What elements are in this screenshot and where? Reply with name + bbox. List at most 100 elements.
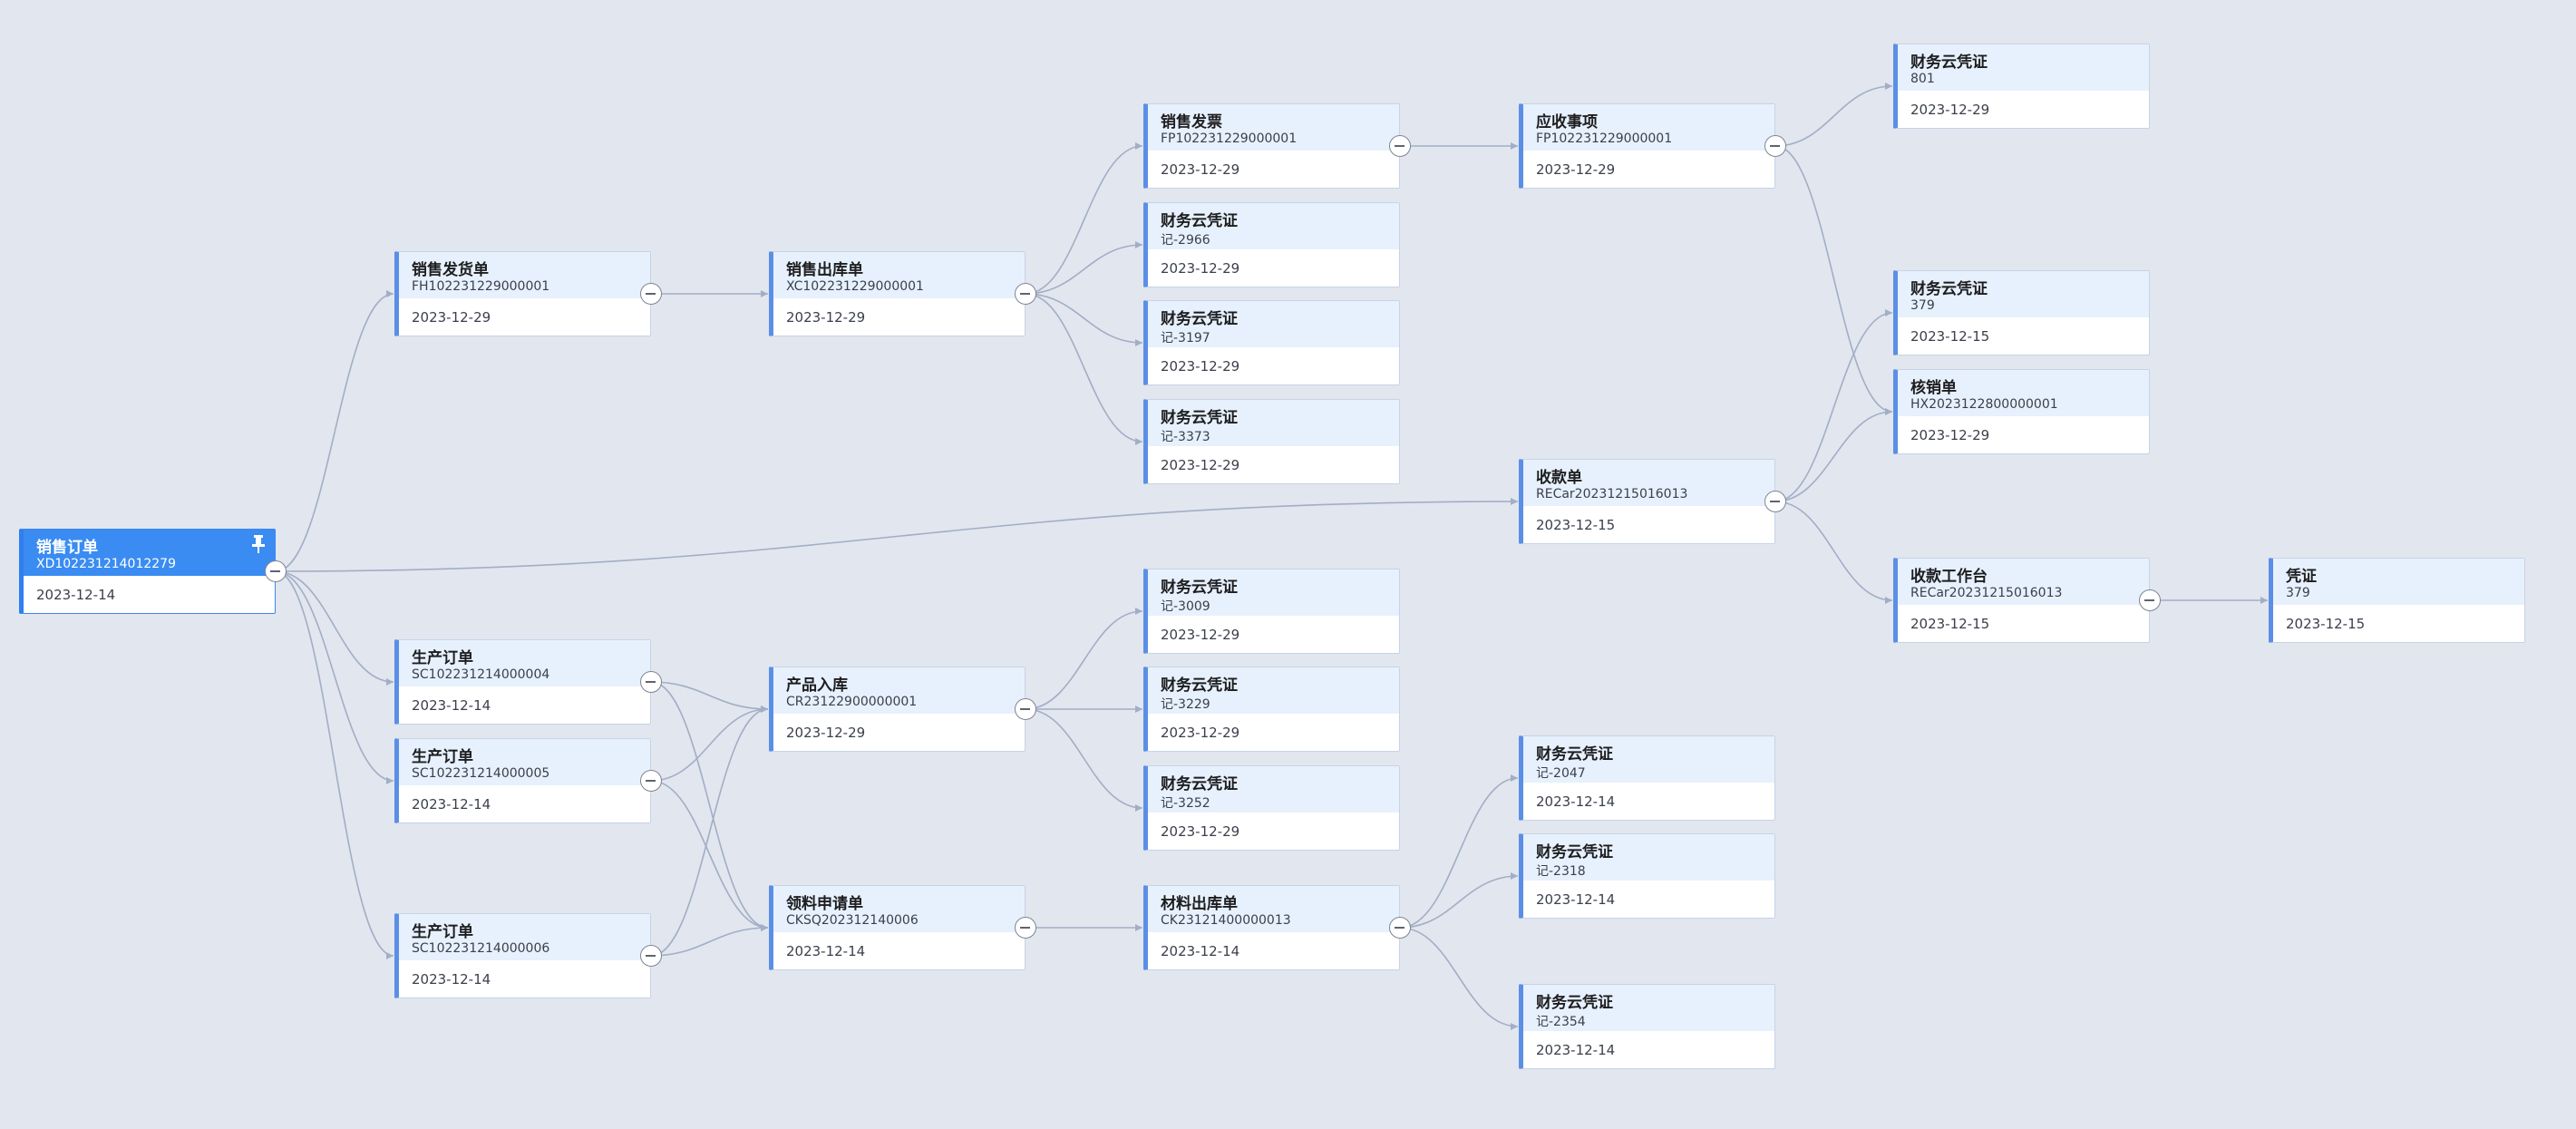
node-date: 2023-12-14 [1161, 943, 1240, 959]
node-voucher[interactable]: 凭证 379 2023-12-15 [2269, 558, 2525, 643]
node-code: RECar20231215016013 [1910, 586, 2063, 600]
node-receivable-item[interactable]: 应收事项 FP102231229000001 2023-12-29 [1519, 103, 1775, 189]
node-header [24, 530, 275, 576]
collapse-icon[interactable] [265, 560, 287, 582]
node-code: 379 [1910, 298, 1935, 313]
node-material-requisition[interactable]: 领料申请单 CKSQ202312140006 2023-12-14 [769, 885, 1026, 970]
node-finance-voucher[interactable]: 财务云凭证 记-3229 2023-12-29 [1143, 667, 1400, 752]
edge-sc5-cr [650, 706, 769, 782]
edge-sk-hx [1774, 408, 1893, 502]
node-code: RECar20231215016013 [1536, 487, 1688, 501]
node-code: 记-3009 [1161, 599, 1210, 614]
node-date: 2023-12-15 [2286, 616, 2366, 632]
node-code: 记-3373 [1161, 430, 1210, 444]
edge-sk-skgt [1774, 501, 1893, 604]
node-finance-voucher[interactable]: 财务云凭证 801 2023-12-29 [1893, 44, 2150, 129]
collapse-icon[interactable] [1389, 135, 1411, 157]
collapse-icon[interactable] [1015, 917, 1036, 939]
node-code: 379 [2286, 586, 2310, 600]
collapse-icon[interactable] [640, 283, 662, 305]
node-date: 2023-12-29 [1910, 427, 1990, 443]
node-title: 生产订单 [412, 649, 473, 667]
node-finance-voucher[interactable]: 财务云凭证 记-2354 2023-12-14 [1519, 984, 1775, 1069]
edge-ys-v801 [1774, 83, 1893, 147]
node-code: FP102231229000001 [1536, 131, 1673, 146]
node-production-order[interactable]: 生产订单 SC102231214000005 2023-12-14 [394, 738, 651, 823]
edge-xc-v2966 [1025, 241, 1143, 295]
node-date: 2023-12-14 [412, 697, 491, 714]
node-date: 2023-12-15 [1910, 328, 1990, 345]
node-title: 收款工作台 [1910, 568, 1988, 586]
node-date: 2023-12-29 [1161, 627, 1240, 643]
edge-xd-fh [275, 290, 394, 572]
edge-cr-v3009 [1025, 608, 1143, 710]
node-header [1523, 460, 1774, 506]
node-sales-invoice[interactable]: 销售发票 FP102231229000001 2023-12-29 [1143, 103, 1400, 189]
node-header [773, 252, 1025, 298]
node-date: 2023-12-15 [1536, 517, 1616, 533]
node-date: 2023-12-14 [1536, 1042, 1616, 1058]
node-finance-voucher[interactable]: 财务云凭证 记-2047 2023-12-14 [1519, 735, 1775, 821]
node-date: 2023-12-14 [36, 587, 116, 603]
node-title: 应收事项 [1536, 113, 1598, 131]
node-date: 2023-12-29 [1910, 102, 1990, 118]
node-header [399, 252, 650, 298]
node-title: 财务云凭证 [1161, 676, 1238, 695]
node-header [1148, 886, 1399, 932]
edge-ys-hx [1774, 145, 1893, 415]
node-material-outbound[interactable]: 材料出库单 CK23121400000013 2023-12-14 [1143, 885, 1400, 970]
collapse-icon[interactable] [1015, 698, 1036, 720]
node-header [399, 739, 650, 785]
node-header [399, 914, 650, 960]
node-date: 2023-12-29 [1161, 161, 1240, 178]
node-date: 2023-12-29 [786, 309, 866, 326]
node-date: 2023-12-14 [1536, 891, 1616, 908]
edge-ck-v2354 [1399, 927, 1519, 1030]
node-production-order[interactable]: 生产订单 SC102231214000006 2023-12-14 [394, 913, 651, 998]
collapse-icon[interactable] [640, 770, 662, 792]
node-finance-voucher[interactable]: 财务云凭证 记-3373 2023-12-29 [1143, 399, 1400, 484]
node-finance-voucher[interactable]: 财务云凭证 记-3252 2023-12-29 [1143, 765, 1400, 851]
node-finance-voucher[interactable]: 财务云凭证 379 2023-12-15 [1893, 270, 2150, 355]
node-code: 801 [1910, 72, 1935, 86]
node-header [1148, 301, 1399, 347]
node-finance-voucher[interactable]: 财务云凭证 记-2318 2023-12-14 [1519, 833, 1775, 919]
node-sales-order[interactable]: 销售订单 XD102231214012279 2023-12-14 [19, 529, 276, 614]
edge-xd-sc4 [275, 570, 394, 686]
node-header [1148, 569, 1399, 616]
node-product-warehousing[interactable]: 产品入库 CR23122900000001 2023-12-29 [769, 667, 1026, 752]
node-code: 记-2318 [1536, 864, 1586, 879]
edge-sc6-cksq [650, 924, 769, 957]
node-title: 财务云凭证 [1161, 409, 1238, 427]
collapse-icon[interactable] [640, 945, 662, 967]
node-title: 财务云凭证 [1161, 310, 1238, 328]
node-code: SC102231214000006 [412, 941, 550, 956]
node-sales-outbound[interactable]: 销售出库单 XC102231229000001 2023-12-29 [769, 251, 1026, 336]
collapse-icon[interactable] [1764, 135, 1786, 157]
node-receipt[interactable]: 收款单 RECar20231215016013 2023-12-15 [1519, 459, 1775, 544]
node-finance-voucher[interactable]: 财务云凭证 记-3197 2023-12-29 [1143, 300, 1400, 385]
collapse-icon[interactable] [1764, 491, 1786, 512]
collapse-icon[interactable] [640, 671, 662, 693]
collapse-icon[interactable] [1015, 283, 1036, 305]
node-finance-voucher[interactable]: 财务云凭证 记-2966 2023-12-29 [1143, 202, 1400, 287]
node-code: 记-2966 [1161, 233, 1210, 248]
collapse-icon[interactable] [2139, 589, 2161, 611]
node-date: 2023-12-29 [412, 309, 491, 326]
node-code: FH102231229000001 [412, 279, 550, 294]
node-title: 财务云凭证 [1161, 579, 1238, 597]
edge-ck-v2047 [1399, 774, 1519, 929]
node-date: 2023-12-14 [786, 943, 866, 959]
node-production-order[interactable]: 生产订单 SC102231214000004 2023-12-14 [394, 639, 651, 725]
pin-icon[interactable] [249, 534, 267, 554]
edge-xc-v3373 [1025, 293, 1143, 445]
collapse-icon[interactable] [1389, 917, 1411, 939]
node-code: CKSQ202312140006 [786, 913, 919, 928]
node-date: 2023-12-29 [1536, 161, 1616, 178]
node-finance-voucher[interactable]: 财务云凭证 记-3009 2023-12-29 [1143, 569, 1400, 654]
edge-sc4-cksq [650, 681, 769, 931]
node-receipt-workbench[interactable]: 收款工作台 RECar20231215016013 2023-12-15 [1893, 558, 2150, 643]
node-write-off[interactable]: 核销单 HX2023122800000001 2023-12-29 [1893, 369, 2150, 454]
node-delivery-order[interactable]: 销售发货单 FH102231229000001 2023-12-29 [394, 251, 651, 336]
